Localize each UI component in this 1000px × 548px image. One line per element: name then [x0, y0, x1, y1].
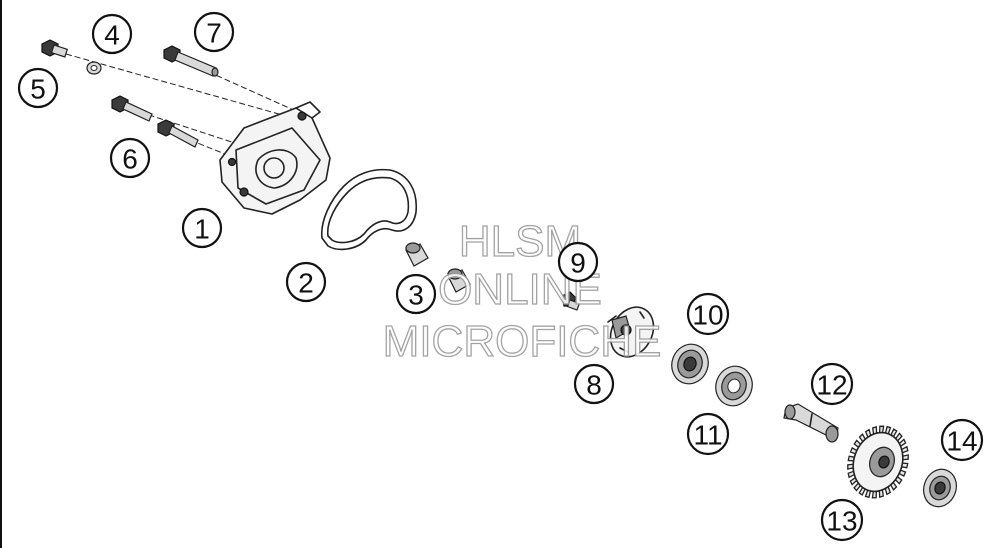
part-3-dowels[interactable]	[405, 242, 471, 293]
callout-8[interactable]: 8	[573, 363, 615, 405]
part-12-shaft[interactable]	[783, 403, 839, 443]
callout-4-label: 4	[104, 20, 120, 51]
callout-2-label: 2	[298, 268, 314, 299]
callout-11[interactable]: 11	[686, 412, 730, 456]
callout-13[interactable]: 13	[820, 498, 864, 542]
part-7-long-bolt[interactable]	[163, 45, 219, 77]
callout-6[interactable]: 6	[109, 137, 151, 179]
part-13-gear[interactable]	[845, 425, 911, 499]
callout-6-label: 6	[122, 144, 138, 175]
callout-8-label: 8	[586, 370, 602, 401]
callout-12[interactable]: 12	[810, 362, 854, 406]
callout-14[interactable]: 14	[940, 418, 984, 462]
callout-2[interactable]: 2	[285, 261, 327, 303]
callout-9-label: 9	[570, 248, 586, 279]
callout-5[interactable]: 5	[17, 67, 59, 109]
callout-14-label: 14	[946, 426, 977, 457]
callout-10-label: 10	[692, 300, 723, 331]
part-1-pump-cover[interactable]	[219, 101, 331, 215]
callout-5-label: 5	[30, 74, 46, 105]
callout-11-label: 11	[693, 420, 722, 451]
callout-13-label: 13	[826, 506, 857, 537]
callout-3-label: 3	[408, 280, 424, 311]
part-14-bearing[interactable]	[918, 465, 961, 512]
callout-3[interactable]: 3	[395, 273, 437, 315]
callout-9[interactable]: 9	[557, 241, 599, 283]
callout-7[interactable]: 7	[193, 11, 235, 53]
part-2-gasket[interactable]	[320, 168, 417, 251]
assembly-leaders	[65, 53, 301, 161]
watermark: HLSM ONLINE MICROFICHE	[382, 216, 662, 366]
callout-12-label: 12	[816, 370, 847, 401]
watermark-line-3: MICROFICHE	[383, 317, 662, 366]
callout-10[interactable]: 10	[686, 292, 730, 336]
part-9-screw[interactable]	[561, 291, 581, 311]
part-11-bearing[interactable]	[710, 361, 758, 411]
part-4-washer[interactable]	[86, 61, 102, 75]
part-8-impeller[interactable]	[602, 300, 662, 365]
callout-4[interactable]: 4	[91, 13, 133, 55]
callout-1-label: 1	[194, 214, 210, 245]
callout-1[interactable]: 1	[181, 207, 223, 249]
part-5-bolt[interactable]	[41, 39, 69, 58]
part-6-bolts[interactable]	[111, 95, 199, 148]
callout-7-label: 7	[206, 18, 222, 49]
part-10-bearing[interactable]	[666, 339, 714, 389]
